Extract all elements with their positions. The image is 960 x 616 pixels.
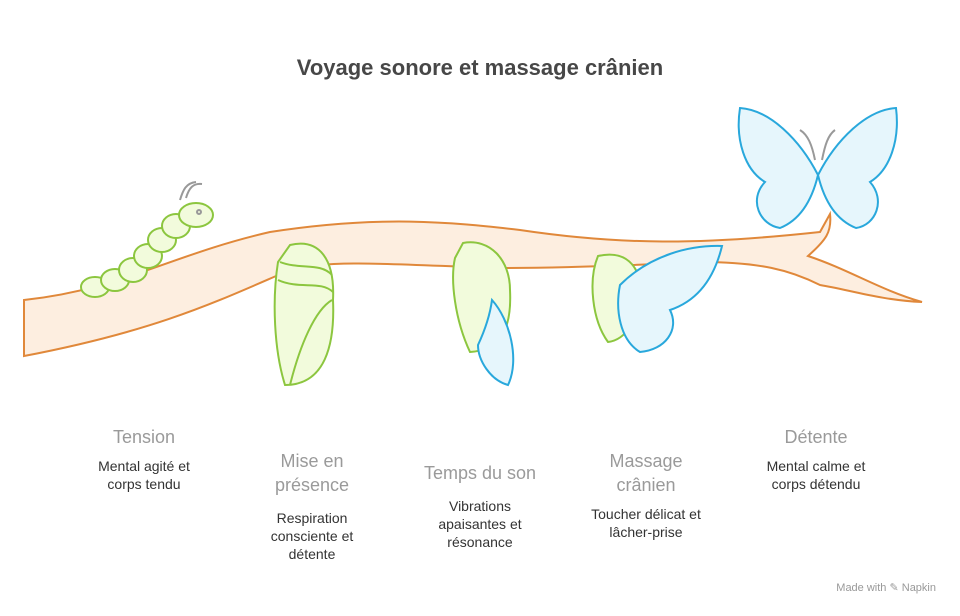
butterfly-emerging-icon	[591, 244, 724, 354]
stage-detente: Détente Mental calme et corps détendu	[731, 425, 901, 493]
stage-massage-cranien: Massage crânien Toucher délicat et lâche…	[561, 449, 731, 541]
page-title: Voyage sonore et massage crânien	[296, 55, 664, 80]
stage-mise-en-presence: Mise en présence Respiration consciente …	[227, 449, 397, 563]
chrysalis-icon	[273, 242, 335, 387]
butterfly-icon	[737, 106, 898, 230]
stage-description: Vibrations apaisantes et résonance	[438, 498, 522, 550]
stage-description: Respiration consciente et détente	[270, 510, 354, 562]
stage-description: Mental calme et corps détendu	[766, 458, 866, 492]
stage-title: Massage crânien	[609, 451, 683, 495]
stage-description: Toucher délicat et lâcher-prise	[591, 506, 701, 540]
stage-title: Détente	[784, 427, 848, 447]
napkin-credit[interactable]: Made with ✎ Napkin	[836, 582, 936, 594]
emerging-chrysalis-icon	[452, 241, 515, 387]
stage-title: Mise en présence	[274, 451, 350, 495]
stage-description: Mental agité et corps tendu	[98, 458, 190, 492]
stage-title: Tension	[112, 427, 176, 447]
stage-tension: Tension Mental agité et corps tendu	[59, 425, 229, 493]
stage-title: Temps du son	[423, 463, 537, 483]
stage-temps-du-son: Temps du son Vibrations apaisantes et ré…	[395, 461, 565, 551]
caterpillar-icon	[80, 181, 214, 298]
